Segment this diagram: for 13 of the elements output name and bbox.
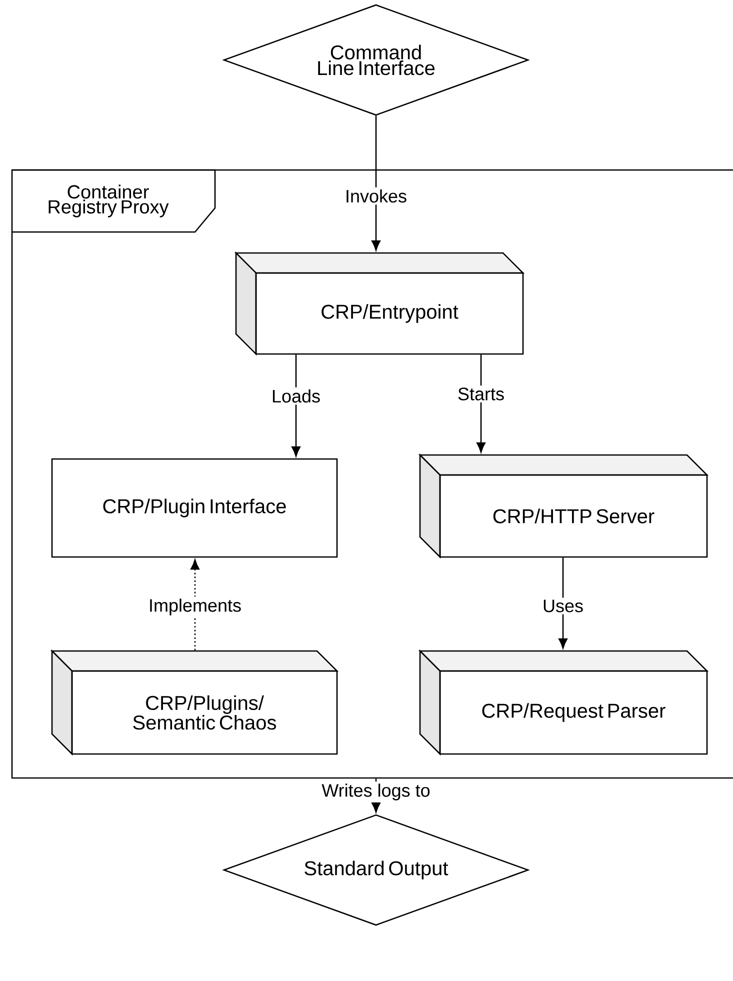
arrow bbox=[372, 116, 380, 251]
edge-label: Implements bbox=[146, 596, 244, 618]
edge-label: Uses bbox=[540, 598, 586, 614]
edge-label: Invokes bbox=[343, 187, 410, 205]
edge-label: Starts bbox=[456, 386, 507, 402]
arrow bbox=[558, 558, 568, 649]
arrow bbox=[292, 354, 300, 457]
interface-box: CRP/Plugin Interface bbox=[51, 458, 338, 558]
arrow bbox=[190, 559, 200, 650]
arrow bbox=[476, 354, 486, 453]
edge-label: Loads bbox=[269, 387, 323, 405]
edge-label: Writes logs to bbox=[320, 782, 432, 802]
arrow bbox=[372, 778, 380, 813]
